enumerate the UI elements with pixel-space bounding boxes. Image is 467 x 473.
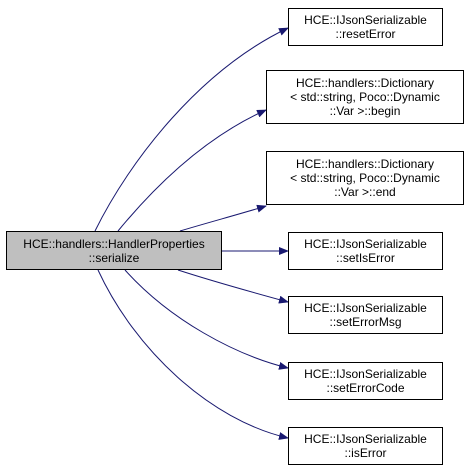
- node-label-line: ::Var >::begin: [329, 104, 401, 118]
- node-label-line: HCE::handlers::Dictionary: [295, 157, 435, 171]
- node-label-line: HCE::IJsonSerializable: [304, 237, 427, 251]
- edge-to-dictionary-begin: [117, 109, 267, 232]
- node-label-line: ::serialize: [88, 250, 140, 265]
- node-handler-properties-serialize[interactable]: HCE::handlers::HandlerProperties ::seria…: [6, 231, 222, 270]
- node-label-line: < std::string, Poco::Dynamic: [290, 171, 440, 185]
- node-label-line: ::setErrorCode: [326, 381, 405, 395]
- node-label-line: HCE::handlers::Dictionary: [295, 76, 435, 90]
- node-is-error[interactable]: HCE::IJsonSerializable ::isError: [288, 427, 443, 465]
- edge-to-dictionary-end: [179, 204, 267, 232]
- node-set-error-code[interactable]: HCE::IJsonSerializable ::setErrorCode: [288, 362, 443, 400]
- node-dictionary-begin[interactable]: HCE::handlers::Dictionary < std::string,…: [266, 70, 464, 124]
- node-dictionary-end[interactable]: HCE::handlers::Dictionary < std::string,…: [266, 151, 464, 205]
- node-label-line: HCE::IJsonSerializable: [304, 432, 427, 446]
- node-label-line: ::resetError: [335, 27, 396, 41]
- node-set-is-error[interactable]: HCE::IJsonSerializable ::setIsError: [288, 232, 443, 270]
- node-label-line: HCE::IJsonSerializable: [304, 13, 427, 27]
- node-label-line: ::isError: [344, 446, 387, 460]
- node-reset-error[interactable]: HCE::IJsonSerializable ::resetError: [288, 8, 443, 46]
- node-set-error-msg[interactable]: HCE::IJsonSerializable ::setErrorMsg: [288, 296, 443, 334]
- node-label-line: ::setIsError: [336, 251, 395, 265]
- node-label-line: ::Var >::end: [334, 185, 396, 199]
- node-label-line: < std::string, Poco::Dynamic: [290, 90, 440, 104]
- node-label-line: HCE::IJsonSerializable: [304, 367, 427, 381]
- node-label-line: HCE::handlers::HandlerProperties: [23, 236, 205, 251]
- edge-to-set-error-msg: [177, 269, 289, 304]
- edge-to-is-error: [97, 269, 289, 440]
- edge-to-set-error-code: [124, 269, 289, 370]
- node-label-line: HCE::IJsonSerializable: [304, 301, 427, 315]
- edge-to-reset-error: [94, 27, 289, 232]
- node-label-line: ::setErrorMsg: [329, 315, 402, 329]
